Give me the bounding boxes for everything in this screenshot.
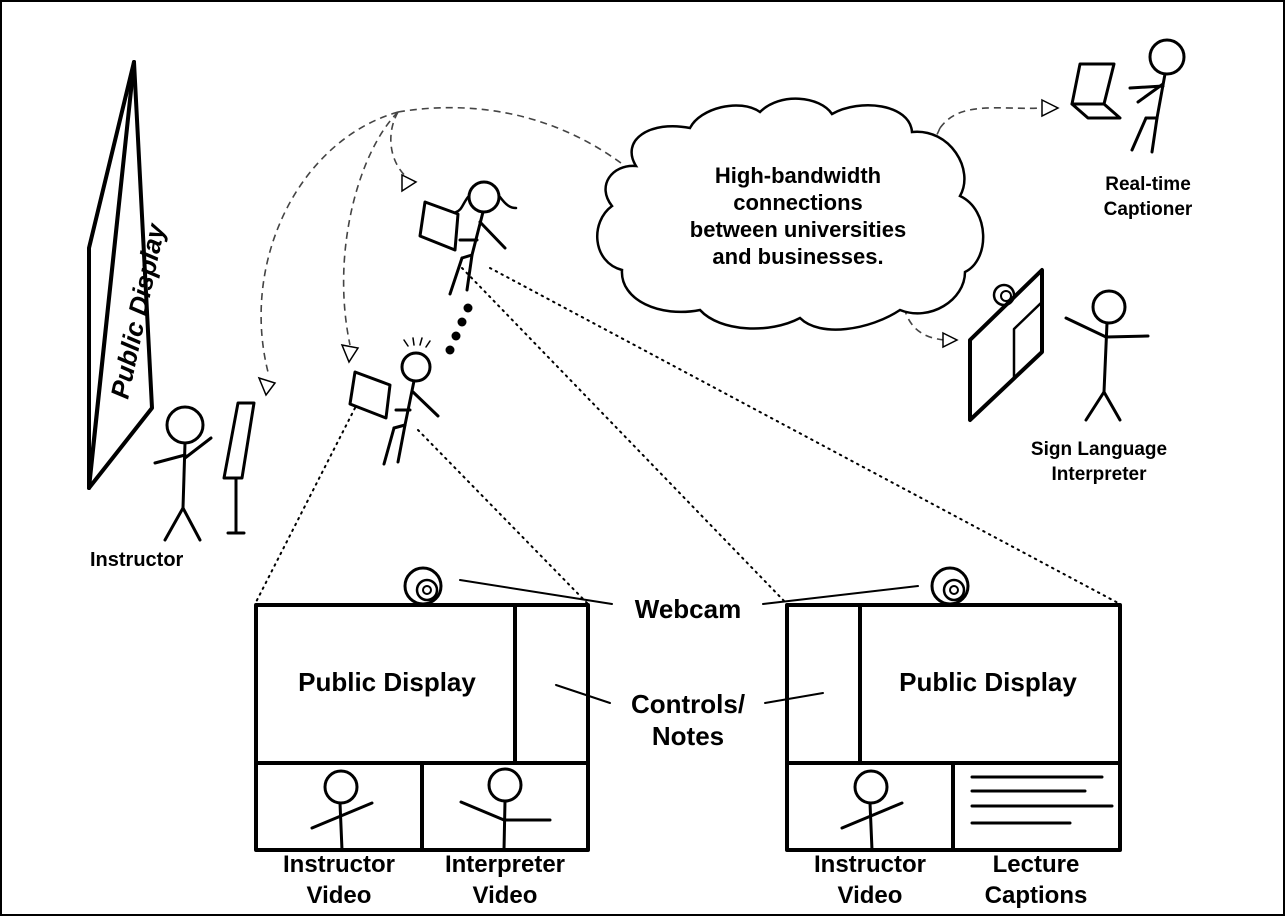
controls-label-2: Notes <box>652 721 724 751</box>
captioner-laptop <box>1070 62 1122 120</box>
interpreter-label-2: Interpreter <box>1051 464 1147 485</box>
cloud-line-3: between universities <box>690 217 906 242</box>
left-pane2-label-2: Video <box>473 882 538 909</box>
right-pane1-label-2: Video <box>838 882 903 909</box>
left-pane1-label-1: Instructor <box>283 851 395 878</box>
left-screen: Public Display Instructor Video Interpre… <box>254 566 590 909</box>
cloud-line-1: High-bandwidth <box>715 163 881 188</box>
cloud-line-4: and businesses. <box>712 244 883 269</box>
network-cloud: High-bandwidth connections between unive… <box>596 97 985 331</box>
left-pane2-label-1: Interpreter <box>445 851 565 878</box>
webcam-label: Webcam <box>635 594 741 624</box>
interpreter-figure <box>1064 289 1150 422</box>
instructor-figure <box>153 405 213 542</box>
interpreter-label-1: Sign Language <box>1031 439 1167 460</box>
captioner-label-1: Real-time <box>1105 174 1191 195</box>
right-pane2-label-1: Lecture <box>993 851 1080 878</box>
controls-label-1: Controls/ <box>631 689 745 719</box>
student-link-dots <box>445 303 473 355</box>
left-screen-main-label: Public Display <box>298 667 476 697</box>
wall-public-display: Public Display <box>87 60 171 490</box>
instructor-label: Instructor <box>90 549 184 571</box>
instructor-podium-tablet <box>222 401 256 535</box>
right-pane1-label-1: Instructor <box>814 851 926 878</box>
captioner-label-2: Captioner <box>1104 199 1193 220</box>
student-upper-figure <box>418 180 518 296</box>
callouts: Webcam Controls/ Notes <box>459 579 919 751</box>
left-pane1-label-2: Video <box>307 882 372 909</box>
projection-dotted-lines <box>254 267 1121 605</box>
student-lower-figure <box>348 337 440 466</box>
cloud-line-2: connections <box>733 190 863 215</box>
right-screen-main-label: Public Display <box>899 667 1077 697</box>
right-screen: Public Display Instructor Video Lecture … <box>785 566 1122 909</box>
right-pane2-label-2: Captions <box>985 882 1088 909</box>
interpreter-screen <box>968 268 1044 422</box>
captioner-figure <box>1128 38 1186 154</box>
